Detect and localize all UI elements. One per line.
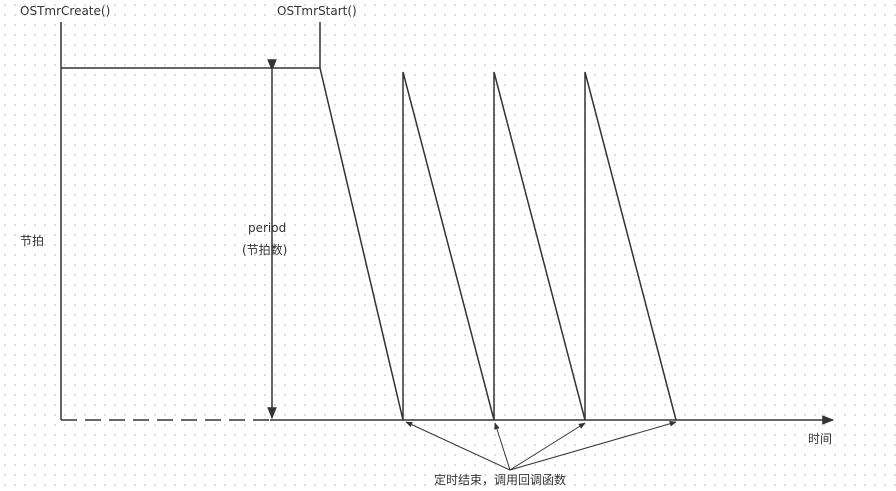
y-axis-label: 节拍: [20, 234, 45, 248]
callback-arrow-1: [405, 421, 511, 471]
countdown-sawtooth: [319, 67, 677, 421]
period-label: period: [248, 221, 287, 235]
period-unit-label: (节拍数): [242, 243, 288, 257]
callback-arrow-3: [509, 422, 586, 471]
x-axis-label: 时间: [808, 432, 833, 446]
start-label: OSTmrStart(): [277, 4, 357, 18]
callback-arrow-4: [509, 421, 677, 471]
callback-arrow-2: [494, 422, 511, 471]
create-label: OSTmrCreate(): [20, 4, 111, 18]
callback-label: 定时结束，调用回调函数: [434, 473, 567, 487]
